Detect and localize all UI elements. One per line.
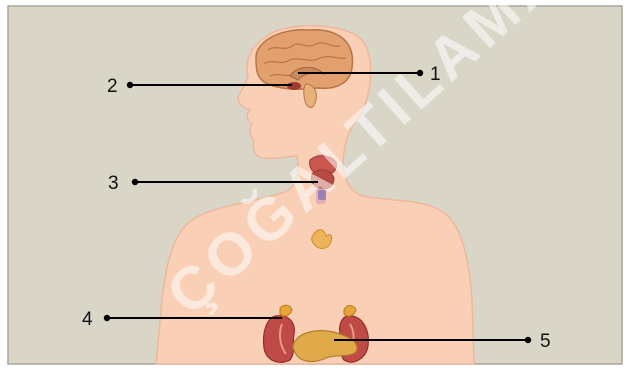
brain-icon — [256, 30, 353, 89]
label-3: 3 — [108, 173, 119, 194]
kidney-icon — [264, 316, 295, 363]
label-2: 2 — [107, 76, 118, 97]
label-5: 5 — [540, 331, 551, 352]
label-1: 1 — [430, 64, 441, 85]
label-4: 4 — [82, 309, 93, 330]
